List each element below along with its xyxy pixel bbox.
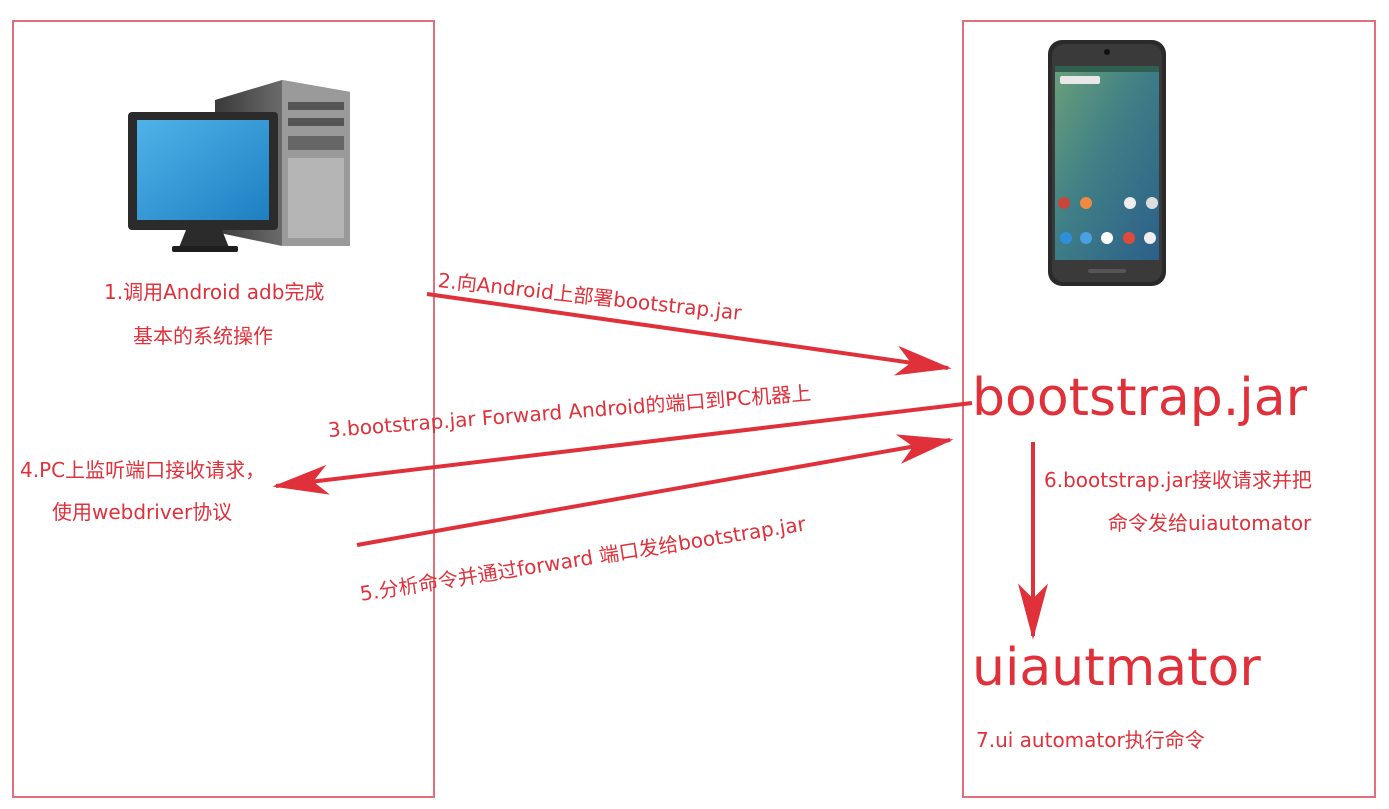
- step1-label-line1: 1.调用Android adb完成: [104, 280, 325, 304]
- step4-label-line2: 使用webdriver协议: [52, 500, 233, 524]
- step7-label: 7.ui automator执行命令: [976, 728, 1205, 752]
- uiautomator-node: uiautmator: [972, 638, 1261, 698]
- pc-panel: [12, 20, 435, 798]
- step1-label-line2: 基本的系统操作: [133, 324, 273, 348]
- step6-label-line2: 命令发给uiautomator: [1108, 511, 1312, 535]
- step6-label-line1: 6.bootstrap.jar接收请求并把: [1044, 468, 1312, 492]
- step2-label: 2.向Android上部署bootstrap.jar: [436, 268, 743, 325]
- step4-label-line1: 4.PC上监听端口接收请求，: [20, 458, 266, 482]
- bootstrap-node: bootstrap.jar: [972, 368, 1307, 428]
- arrow-step5: [356, 434, 954, 547]
